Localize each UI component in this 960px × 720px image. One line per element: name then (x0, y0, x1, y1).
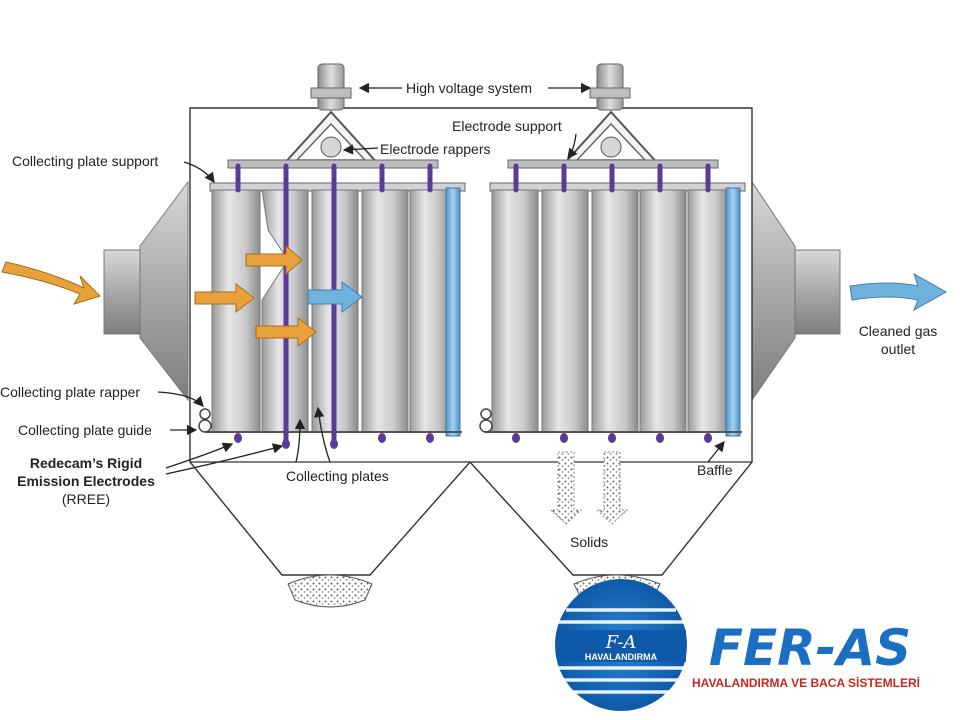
label-cleaned-gas-line2: outlet (881, 341, 915, 357)
label-collecting-plate-rapper: Collecting plate rapper (0, 384, 140, 400)
baffle-left (445, 187, 461, 437)
label-collecting-plate-support: Collecting plate support (12, 153, 158, 169)
gas-flow-arrows (1, 244, 948, 525)
labels: High voltage system Electrode support El… (0, 80, 937, 550)
collecting-plate (541, 189, 589, 433)
label-rree-line3: (RREE) (62, 491, 110, 507)
leader-lines (157, 82, 725, 475)
baffle-right (725, 187, 741, 437)
plate-rapper-right (480, 408, 492, 420)
plate-rapper-left (199, 408, 211, 420)
collecting-plate (361, 189, 409, 433)
label-collecting-plates: Collecting plates (286, 468, 389, 484)
inlet-arrow (1, 261, 101, 305)
collecting-plate (687, 189, 729, 433)
solids-arrow (549, 451, 583, 525)
emission-electrodes-right (513, 163, 711, 193)
label-high-voltage: High voltage system (406, 80, 532, 96)
logo-name: FER-AS (709, 619, 911, 677)
feras-logo: F-A HAVALANDIRMA FER-AS HAVALANDIRMA VE … (555, 579, 920, 711)
solids-arrow (595, 451, 629, 525)
label-rree-line1: Redecam’s Rigid (30, 455, 142, 471)
collecting-plate (409, 189, 451, 433)
label-collecting-plate-guide: Collecting plate guide (18, 422, 152, 438)
collecting-plate (591, 189, 639, 433)
outlet-transition (751, 180, 796, 402)
label-baffle: Baffle (697, 462, 733, 478)
hopper-dust-left (287, 574, 373, 608)
logo-tagline: HAVALANDIRMA VE BACA SİSTEMLERİ (692, 675, 920, 690)
label-rree-line2: Emission Electrodes (17, 473, 155, 489)
inlet-transition (139, 180, 189, 402)
collecting-plate (639, 189, 687, 433)
label-electrode-support: Electrode support (452, 118, 562, 134)
left-field (198, 163, 462, 449)
logo-monogram: F-A (605, 632, 637, 653)
electrode-weights-left (234, 433, 434, 449)
right-field (479, 163, 742, 443)
label-cleaned-gas-line1: Cleaned gas (859, 323, 938, 339)
outlet-duct (791, 249, 841, 335)
collecting-plate (491, 189, 539, 433)
electrode-weights-right (512, 433, 712, 443)
label-electrode-rappers: Electrode rappers (380, 141, 491, 157)
outlet-arrow (849, 272, 948, 312)
label-solids: Solids (570, 534, 608, 550)
logo-emblem-text: HAVALANDIRMA (585, 652, 658, 662)
